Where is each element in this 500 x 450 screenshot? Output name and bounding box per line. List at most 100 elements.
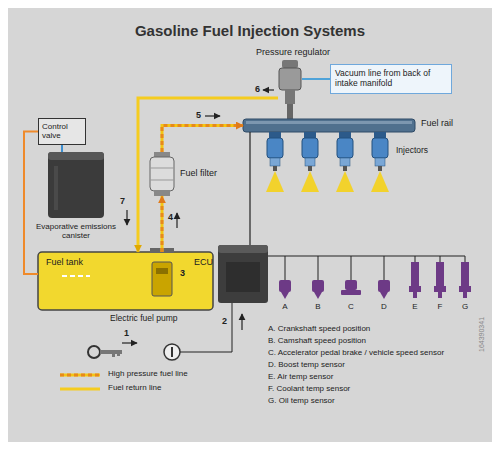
injector: [301, 132, 319, 192]
callout-number: 5: [196, 110, 201, 120]
sensor: [279, 280, 291, 292]
fuel-tank: [62, 275, 90, 277]
node-label: Vacuum line from back of intake manifold: [335, 69, 447, 89]
part-label: Injectors: [396, 146, 428, 156]
sensor-letter: C: [345, 302, 357, 311]
ignition-key: [100, 350, 122, 354]
sensor: [461, 262, 469, 286]
pressure-regulator: [285, 90, 295, 104]
callout-number: 7: [120, 196, 125, 206]
legend-sample: [60, 374, 100, 377]
ignition-key: [88, 346, 122, 358]
electric-fuel-pump: [150, 248, 174, 296]
sensor: [434, 286, 446, 292]
legend-text: High pressure fuel line: [108, 369, 188, 378]
sensor-wiring: [180, 256, 465, 352]
fuel-filter: [154, 190, 170, 196]
valve-box: Control valve: [38, 118, 86, 145]
sensor: [459, 286, 471, 292]
vapor-line: [61, 145, 63, 152]
return-line: [138, 98, 278, 252]
ignition-switch: [164, 344, 180, 360]
fuel-rail: [246, 121, 412, 124]
injector: [266, 132, 284, 192]
sensor-letter: D: [378, 302, 390, 311]
flow-arrow: [205, 115, 220, 116]
flow-arrow: [122, 90, 274, 343]
node-label: Control valve: [42, 122, 82, 140]
part-label: Electric fuel pump: [110, 314, 178, 324]
flow-arrow: [122, 342, 137, 343]
legend-sample: [60, 388, 100, 391]
fuel-line-base: [162, 126, 243, 153]
ecu: [218, 245, 268, 303]
watermark: 164390341: [478, 317, 486, 352]
legend-sample: [60, 375, 100, 389]
vacuum-line: [302, 78, 330, 80]
pressure-regulator: [279, 68, 301, 90]
pressure-regulator: Pressure regulator: [278, 64, 302, 104]
flow-arrow: [126, 210, 127, 225]
callout-number: 2: [222, 316, 227, 326]
callout-number: 4: [168, 212, 173, 222]
fuel-filter: [150, 180, 174, 181]
sensor-letter: F: [434, 302, 446, 311]
callout-number: 6: [255, 84, 260, 94]
node-label: Fuel rail: [421, 118, 453, 128]
emissions-canister: [48, 152, 104, 218]
ignition-key: [112, 354, 120, 357]
sensor-list-item: C. Accelerator pedal brake / vehicle spe…: [268, 348, 444, 357]
sensor: [378, 280, 390, 292]
vapor-line: [24, 132, 38, 275]
sensor-list-item: G. Oil temp sensor: [268, 396, 335, 405]
fuel-line-base: [161, 196, 164, 252]
ecu: [218, 245, 268, 253]
node-label: Pressure regulator: [256, 47, 330, 57]
sensor: [438, 292, 442, 298]
fuel-rail: Fuel rail: [243, 119, 415, 132]
sensor-letter: E: [409, 302, 421, 311]
sensor: [345, 280, 357, 290]
sensor-letter: G: [459, 302, 471, 311]
ignition-key: [88, 346, 100, 358]
fuel-filter: [150, 168, 174, 169]
ecu: [218, 245, 268, 303]
fuel-filter: Fuel filter: [148, 152, 176, 196]
high-pressure-line: [162, 126, 243, 153]
fuel-tank: [38, 252, 213, 310]
sensor: [409, 286, 421, 292]
pressure-regulator: [279, 60, 301, 119]
sensor: [436, 262, 444, 286]
legend-sample: [60, 374, 100, 377]
injector: [336, 132, 354, 192]
injector: [266, 132, 389, 192]
flow-arrow: [241, 314, 242, 330]
sensor: [314, 292, 322, 299]
emissions-canister: [48, 152, 104, 218]
sensor-wiring: [268, 256, 465, 257]
electric-fuel-pump: [152, 262, 172, 296]
title: Gasoline Fuel Injection Systems: [0, 22, 500, 39]
ignition-switch: [171, 347, 173, 357]
callout-number: 3: [180, 268, 185, 278]
sensor-list-item: F. Coolant temp sensor: [268, 384, 350, 393]
sensor: [281, 292, 289, 299]
pressure-regulator: [287, 104, 293, 119]
emissions-canister: [48, 152, 104, 160]
fuel-tank: Fuel tank: [38, 252, 213, 310]
sensor-letter: B: [312, 302, 324, 311]
sensor-list-item: E. Air temp sensor: [268, 372, 333, 381]
sensor: [279, 262, 471, 299]
sensor: [341, 290, 361, 295]
ecu: ECU: [218, 245, 268, 303]
sensor: [413, 292, 417, 298]
note-box: Vacuum line from back of intake manifold: [330, 64, 452, 94]
sensor-list-item: D. Boost temp sensor: [268, 360, 345, 369]
fuel-filter: [150, 152, 174, 196]
callout-number: 1: [124, 328, 129, 338]
fuel-filter: [150, 157, 174, 191]
high-pressure-line: [161, 196, 164, 252]
pressure-regulator: [282, 60, 298, 68]
